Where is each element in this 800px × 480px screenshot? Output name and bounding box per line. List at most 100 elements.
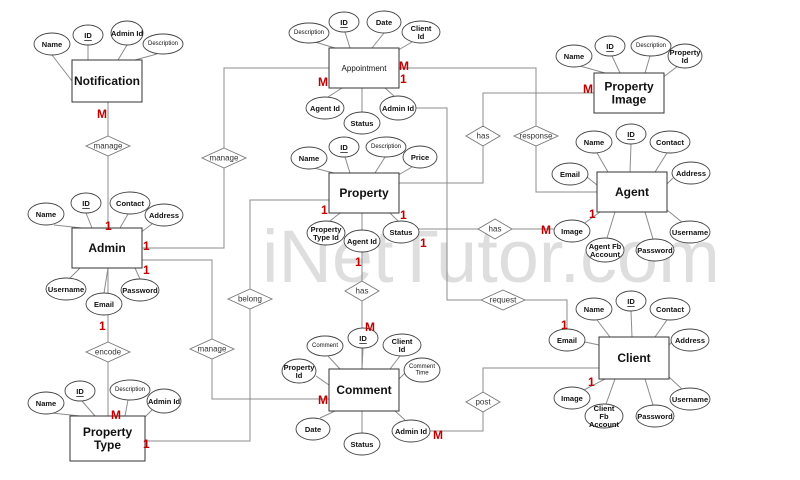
cardinality-many: M xyxy=(318,393,328,407)
attribute-label: Password xyxy=(637,412,673,421)
attribute-ellipse xyxy=(635,238,675,262)
attribute-label: Admin Id xyxy=(395,427,427,436)
attribute-label: Name xyxy=(584,138,604,147)
attribute-ellipse xyxy=(290,146,328,170)
attribute-label: ID xyxy=(84,31,92,40)
relationship-diamond xyxy=(479,289,527,311)
attribute-password: Password xyxy=(635,404,675,428)
entity-box xyxy=(328,368,400,412)
attribute-ellipse xyxy=(328,11,360,33)
attribute-label: ID xyxy=(340,143,348,152)
attribute-name: Name xyxy=(33,32,71,56)
connector-line xyxy=(319,410,336,419)
entity-label: Client xyxy=(617,351,650,365)
attribute-ellipse xyxy=(281,358,317,384)
relationship-encode: encode xyxy=(84,341,132,363)
attribute-ellipse xyxy=(343,432,381,456)
attribute-address: Address xyxy=(144,203,184,227)
attribute-admin-id: Admin Id xyxy=(146,388,182,414)
connector-line xyxy=(389,212,399,222)
attribute-ellipse xyxy=(379,95,417,121)
connector-line xyxy=(315,375,330,386)
connector-line xyxy=(644,211,654,240)
attribute-label: Email xyxy=(560,170,580,179)
attribute-description: Description xyxy=(630,35,672,57)
attribute-label: Address xyxy=(676,169,706,178)
attribute-name: Name xyxy=(27,391,65,415)
attribute-password: Password xyxy=(120,278,160,302)
connector-line xyxy=(119,213,129,229)
attribute-ellipse xyxy=(295,417,331,441)
relationship-belong: belong xyxy=(226,288,274,310)
connector-line xyxy=(629,143,632,173)
attribute-ellipse xyxy=(630,35,672,57)
attribute-label: Description xyxy=(371,144,401,150)
attribute-ellipse xyxy=(594,35,626,57)
attribute-id: ID xyxy=(347,327,379,349)
connector-line xyxy=(644,378,654,406)
attribute-label: Email xyxy=(94,300,114,309)
relationship-label: request xyxy=(490,296,517,305)
connector-line xyxy=(344,31,351,49)
attribute-label: Address xyxy=(675,336,705,345)
attribute-ellipse xyxy=(402,145,438,169)
attribute-label: Contact xyxy=(116,199,144,208)
connector-line xyxy=(605,378,616,405)
entity-label: Notification xyxy=(74,74,140,88)
attribute-name: Name xyxy=(575,297,613,321)
connector-line xyxy=(389,355,401,370)
attribute-contact: Contact xyxy=(649,297,691,321)
entity-comment: Comment xyxy=(328,368,400,412)
attribute-label: Name xyxy=(299,154,319,163)
attribute-label: Admin Id xyxy=(148,397,180,406)
attribute-ellipse xyxy=(365,136,407,158)
cardinality-many: M xyxy=(433,428,443,442)
entity-property: Property xyxy=(328,172,400,214)
connector-line xyxy=(344,156,351,174)
relationship-label: manage xyxy=(210,154,239,163)
attribute-email: Email xyxy=(548,328,586,352)
relationship-manage: manage xyxy=(188,338,236,360)
attribute-description: Description xyxy=(365,136,407,158)
attribute-ellipse xyxy=(669,220,711,244)
cardinality-one: 1 xyxy=(355,255,362,269)
attribute-label: Status xyxy=(390,228,413,237)
entity-label: Agent xyxy=(615,185,649,199)
attribute-label: Admin Id xyxy=(111,29,143,38)
attribute-ellipse xyxy=(615,290,647,312)
connector-line xyxy=(361,347,364,370)
attribute-label: Description xyxy=(636,43,666,49)
attribute-username: Username xyxy=(669,220,711,244)
cardinality-one: 1 xyxy=(99,319,106,333)
connector-line xyxy=(142,168,225,249)
entity-label: Admin xyxy=(88,241,125,255)
attribute-ellipse xyxy=(575,297,613,321)
attribute-password: Password xyxy=(635,238,675,262)
cardinality-one: 1 xyxy=(588,375,595,389)
attribute-name: Name xyxy=(290,146,328,170)
attribute-label: Status xyxy=(351,119,374,128)
connector-line xyxy=(579,65,606,74)
attribute-ellipse xyxy=(85,292,123,316)
attribute-name: Name xyxy=(27,202,65,226)
attribute-name: Name xyxy=(555,44,593,68)
connector-line xyxy=(644,55,651,74)
attribute-id: ID xyxy=(70,192,102,214)
attribute-id: ID xyxy=(328,136,360,158)
connector-line xyxy=(517,299,568,329)
attribute-id: ID xyxy=(64,380,96,402)
attribute-ellipse xyxy=(305,96,345,120)
attribute-ellipse xyxy=(403,357,441,383)
attribute-label: Name xyxy=(36,210,56,219)
attribute-description: Description xyxy=(142,33,184,55)
